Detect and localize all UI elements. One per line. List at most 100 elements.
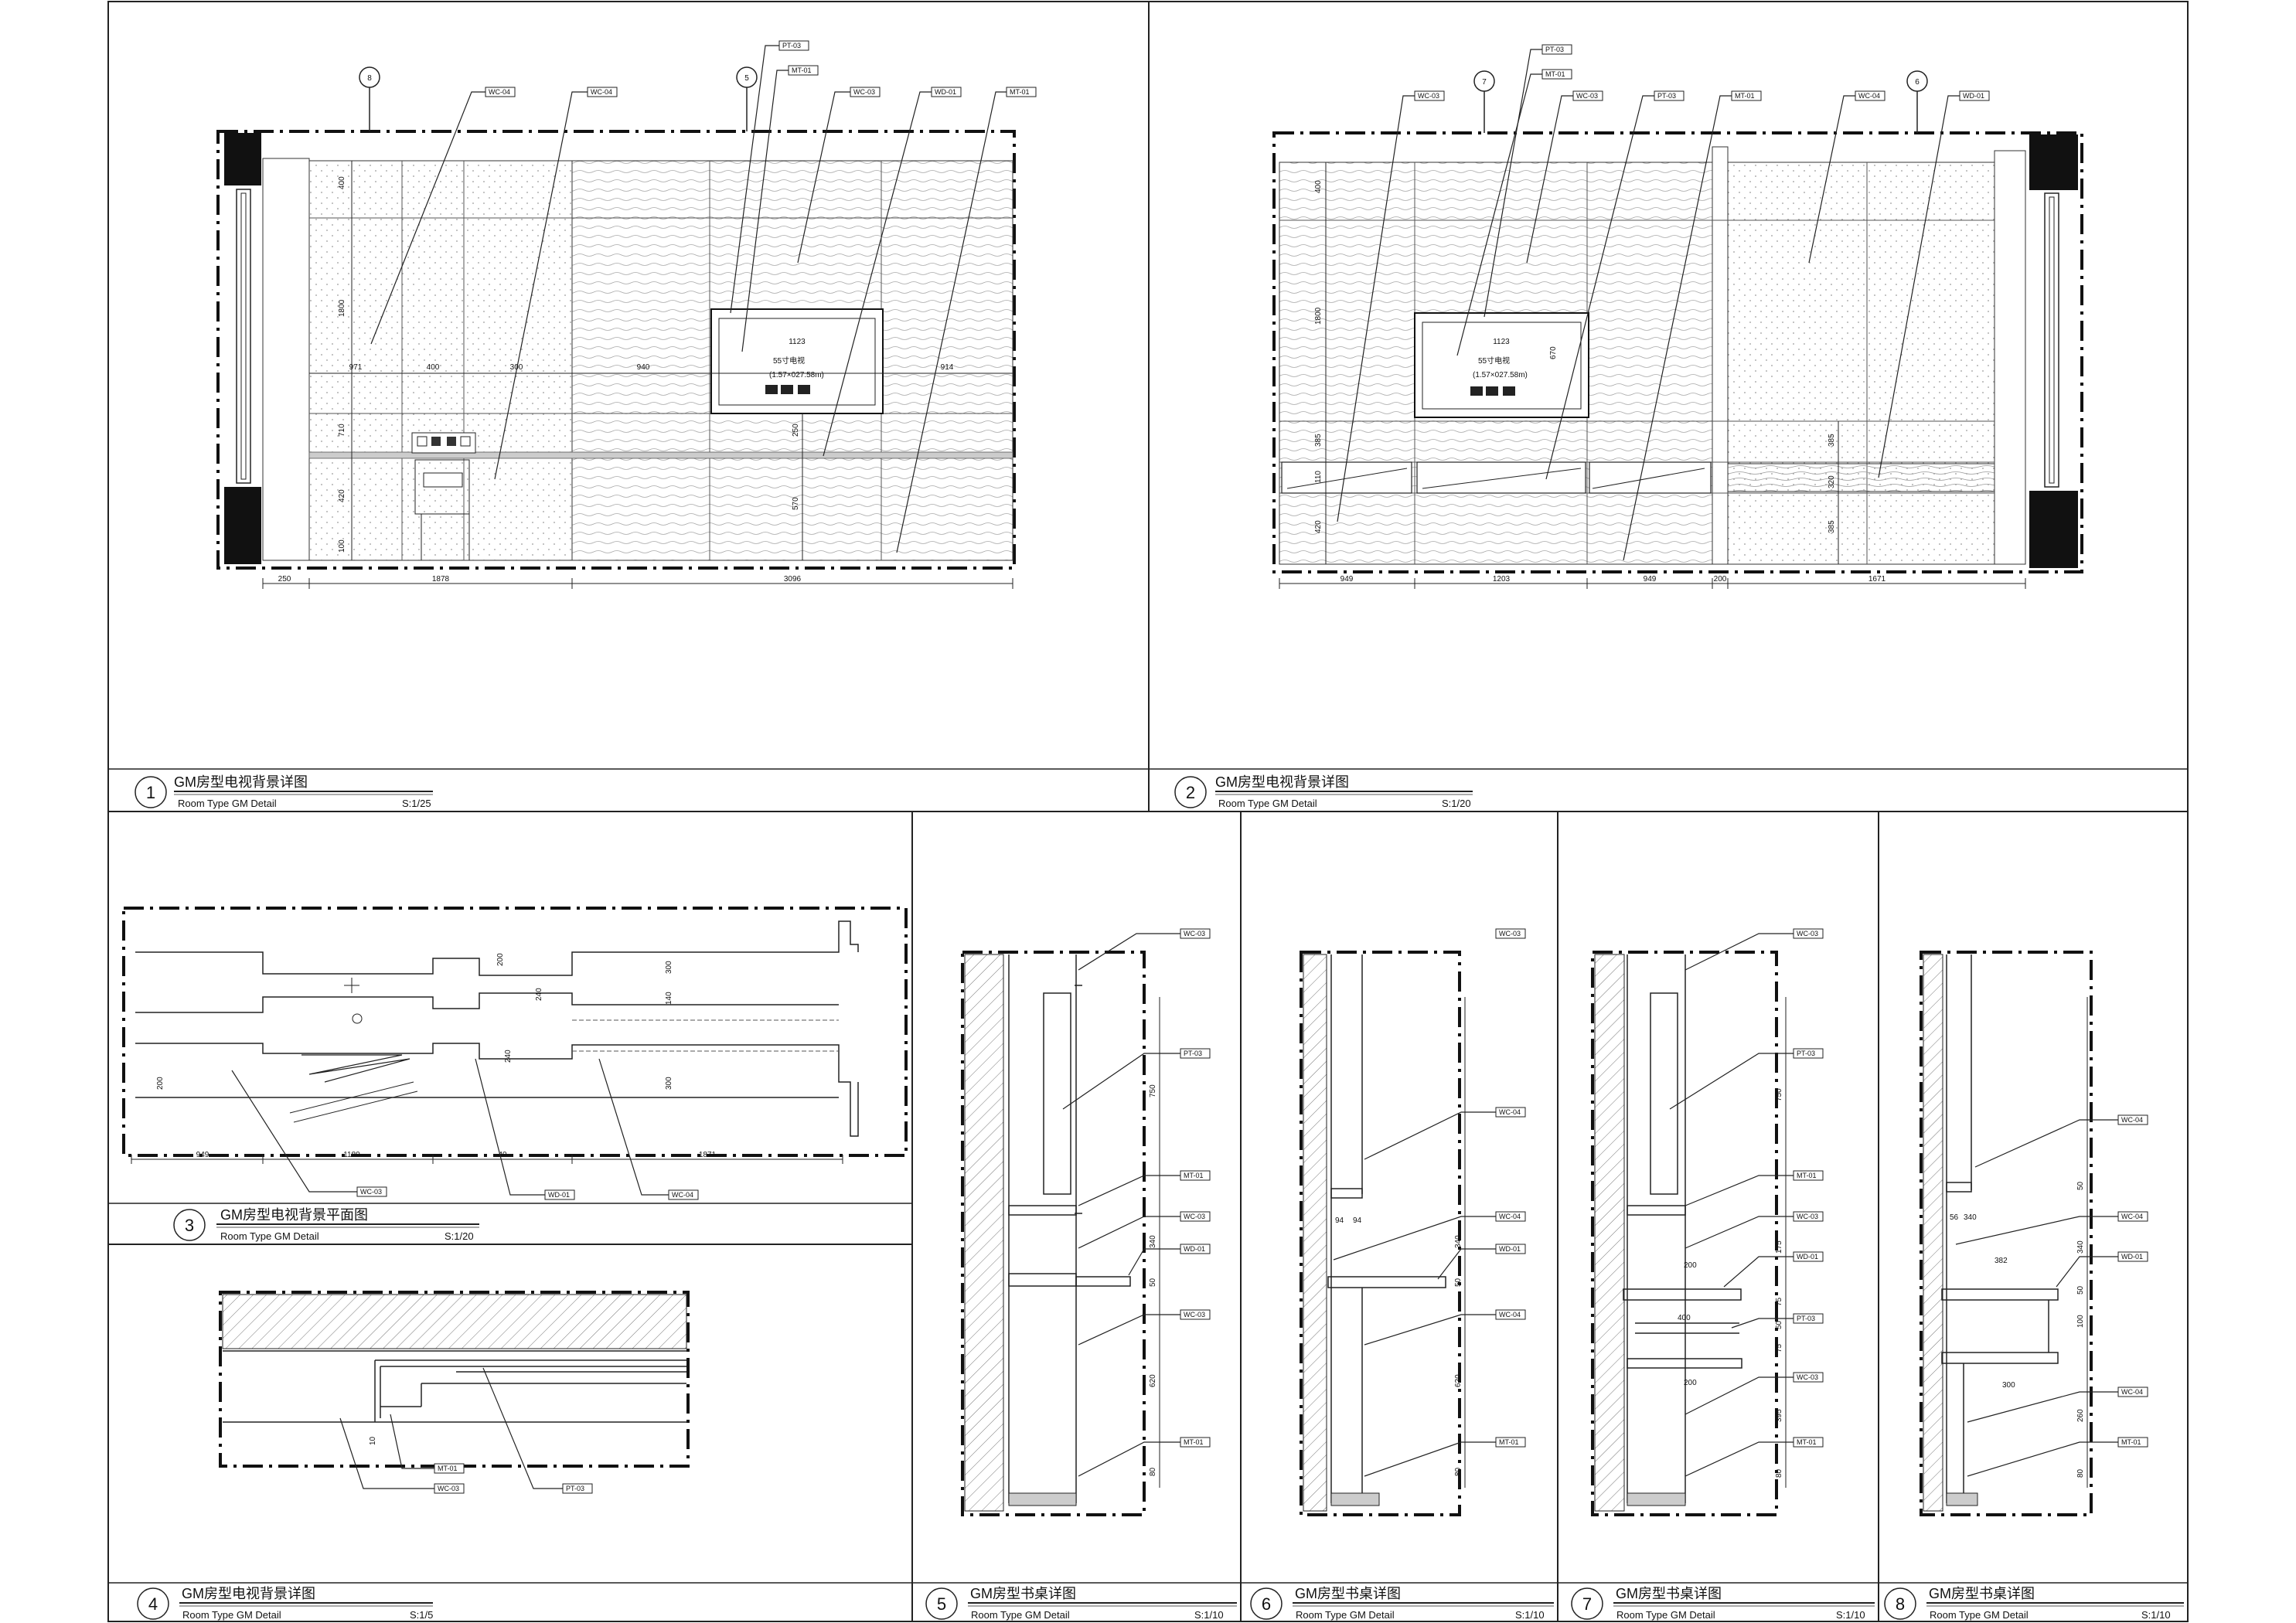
material-tag: WD-01	[1797, 1253, 1818, 1261]
material-tag: WC-03	[1797, 1213, 1818, 1220]
material-tag: WC-03	[1184, 1213, 1205, 1220]
panel-subtitle: Room Type GM Detail	[182, 1609, 281, 1621]
panel-subtitle: Room Type GM Detail	[971, 1609, 1070, 1621]
material-tag: MT-01	[1735, 92, 1755, 100]
dimension: 50	[1775, 1320, 1783, 1329]
dimension: 300	[665, 961, 673, 974]
dimension: 400	[427, 363, 440, 372]
material-tag: MT-01	[1010, 88, 1030, 96]
dimension: 1878	[432, 575, 450, 584]
material-tag: WD-01	[1963, 92, 1984, 100]
panel-subtitle: Room Type GM Detail	[1296, 1609, 1395, 1621]
panel-subtitle: Room Type GM Detail	[1616, 1609, 1715, 1621]
dimension: 400	[1314, 180, 1323, 193]
title-block-8: 8 GM房型书桌详图 Room Type GM Detail S:1/10	[1879, 1582, 2188, 1621]
dimension: 710	[338, 424, 346, 437]
material-tag: MT-01	[1184, 1438, 1204, 1446]
dimension: 3096	[784, 575, 802, 584]
dimension: 1180	[343, 1151, 360, 1159]
dimension: 1800	[338, 299, 346, 317]
panel-title: GM房型电视背景平面图	[220, 1207, 368, 1223]
material-tag: MT-01	[1797, 1438, 1817, 1446]
material-tag: WC-03	[1499, 930, 1521, 937]
dimension: 250	[278, 575, 291, 584]
panel-title: GM房型书桌详图	[1616, 1586, 1722, 1601]
dimension: 340	[1149, 1235, 1157, 1248]
material-tag: WD-01	[2121, 1253, 2143, 1261]
material-tag: WC-04	[1499, 1108, 1521, 1116]
tv-label: 55寸电视	[773, 356, 805, 366]
material-tag: MT-01	[1797, 1172, 1817, 1179]
material-tag: WC-03	[1418, 92, 1439, 100]
dimension: 200	[156, 1077, 165, 1090]
title-block-6: 6 GM房型书桌详图 Room Type GM Detail S:1/10	[1241, 1582, 1558, 1621]
dimension: 420	[338, 489, 346, 502]
panel-title: GM房型书桌详图	[1295, 1586, 1401, 1601]
dimension: 80	[1149, 1467, 1157, 1476]
section-marker: 7	[1482, 78, 1487, 87]
panel-number: 8	[1896, 1594, 1905, 1614]
section-marker: 5	[744, 74, 749, 83]
section-7: 750 175 75 50 75 395 80 200 400 200 WC-0…	[1591, 928, 1824, 1516]
material-tag: MT-01	[1184, 1172, 1204, 1179]
material-tag: WC-04	[2121, 1388, 2143, 1396]
panel-title: GM房型电视背景详图	[182, 1586, 315, 1601]
title-block-4: 4 GM房型电视背景详图 Room Type GM Detail S:1/5	[108, 1582, 912, 1621]
dimension: 200	[1684, 1261, 1697, 1270]
panel-scale: S:1/10	[1836, 1609, 1865, 1621]
panel-number: 3	[185, 1216, 194, 1235]
material-tag: PT-03	[1657, 92, 1676, 100]
panel-subtitle: Room Type GM Detail	[1218, 798, 1317, 809]
panel-title: GM房型电视背景详图	[174, 774, 308, 790]
dimension: 385	[1828, 520, 1836, 533]
dimension: 1203	[1493, 575, 1511, 584]
dimension: 56	[1950, 1213, 1959, 1222]
dimension: 949	[1340, 575, 1354, 584]
tv-dim: 1123	[789, 338, 806, 346]
dimension: 300	[2002, 1381, 2015, 1390]
dimension: 914	[941, 363, 954, 372]
title-block-3: 3 GM房型电视背景平面图 Room Type GM Detail S:1/20	[108, 1203, 912, 1242]
material-tag: WC-04	[489, 88, 510, 96]
material-tag: MT-01	[438, 1465, 458, 1472]
material-tag: WC-04	[591, 88, 612, 96]
dimension: 100	[338, 539, 346, 553]
dimension: 750	[1149, 1084, 1157, 1097]
title-block-2: 2 GM房型电视背景详图 Room Type GM Detail S:1/20	[1149, 768, 2188, 809]
dimension: 320	[1828, 475, 1836, 488]
sheet-frame	[107, 1, 2189, 1622]
material-tag: WC-03	[1184, 930, 1205, 937]
material-tag: WC-03	[1797, 930, 1818, 937]
section-6: 94 94 340 50 620 80 WC-03 WC-04 WC-04 WD…	[1300, 928, 1526, 1516]
panel-number: 7	[1582, 1594, 1592, 1614]
material-tag: MT-01	[1545, 70, 1565, 78]
panel-scale: S:1/20	[1442, 798, 1471, 809]
dimension: 200	[496, 953, 505, 966]
title-block-1: 1 GM房型电视背景详图 Room Type GM Detail S:1/25	[108, 768, 1149, 809]
elevation-2: 1123 670 55寸电视 (1.57×027.58m) 7 6 WC-03 …	[1272, 44, 2083, 589]
material-tag: PT-03	[566, 1485, 584, 1492]
dimension: 50	[2076, 1181, 2085, 1190]
material-tag: WC-04	[2121, 1116, 2143, 1124]
detail-4: 10 MT-01 WC-03 PT-03	[219, 1291, 690, 1494]
dimension: 385	[1314, 434, 1323, 447]
dimension: 240	[535, 988, 543, 1001]
dimension: 395	[1775, 1409, 1783, 1422]
material-tag: WC-04	[2121, 1213, 2143, 1220]
dimension: 620	[1149, 1374, 1157, 1387]
dimension: 1671	[1868, 575, 1886, 584]
dimension: 1800	[1314, 307, 1323, 325]
tv-label: 55寸电视	[1478, 356, 1510, 366]
dimension: 50	[2076, 1285, 2085, 1295]
panel-scale: S:1/5	[410, 1609, 433, 1621]
dimension: 140	[665, 992, 673, 1005]
material-tag: WD-01	[1184, 1245, 1205, 1253]
dimension: 50	[1149, 1278, 1157, 1287]
tv-note: (1.57×027.58m)	[769, 371, 824, 379]
dimension: 100	[2076, 1315, 2085, 1328]
material-tag: WC-03	[360, 1188, 382, 1196]
dimension: 340	[1964, 1213, 1977, 1222]
dimension: 200	[1684, 1379, 1697, 1387]
title-block-5: 5 GM房型书桌详图 Room Type GM Detail S:1/10	[912, 1582, 1241, 1621]
material-tag: MT-01	[1499, 1438, 1519, 1446]
